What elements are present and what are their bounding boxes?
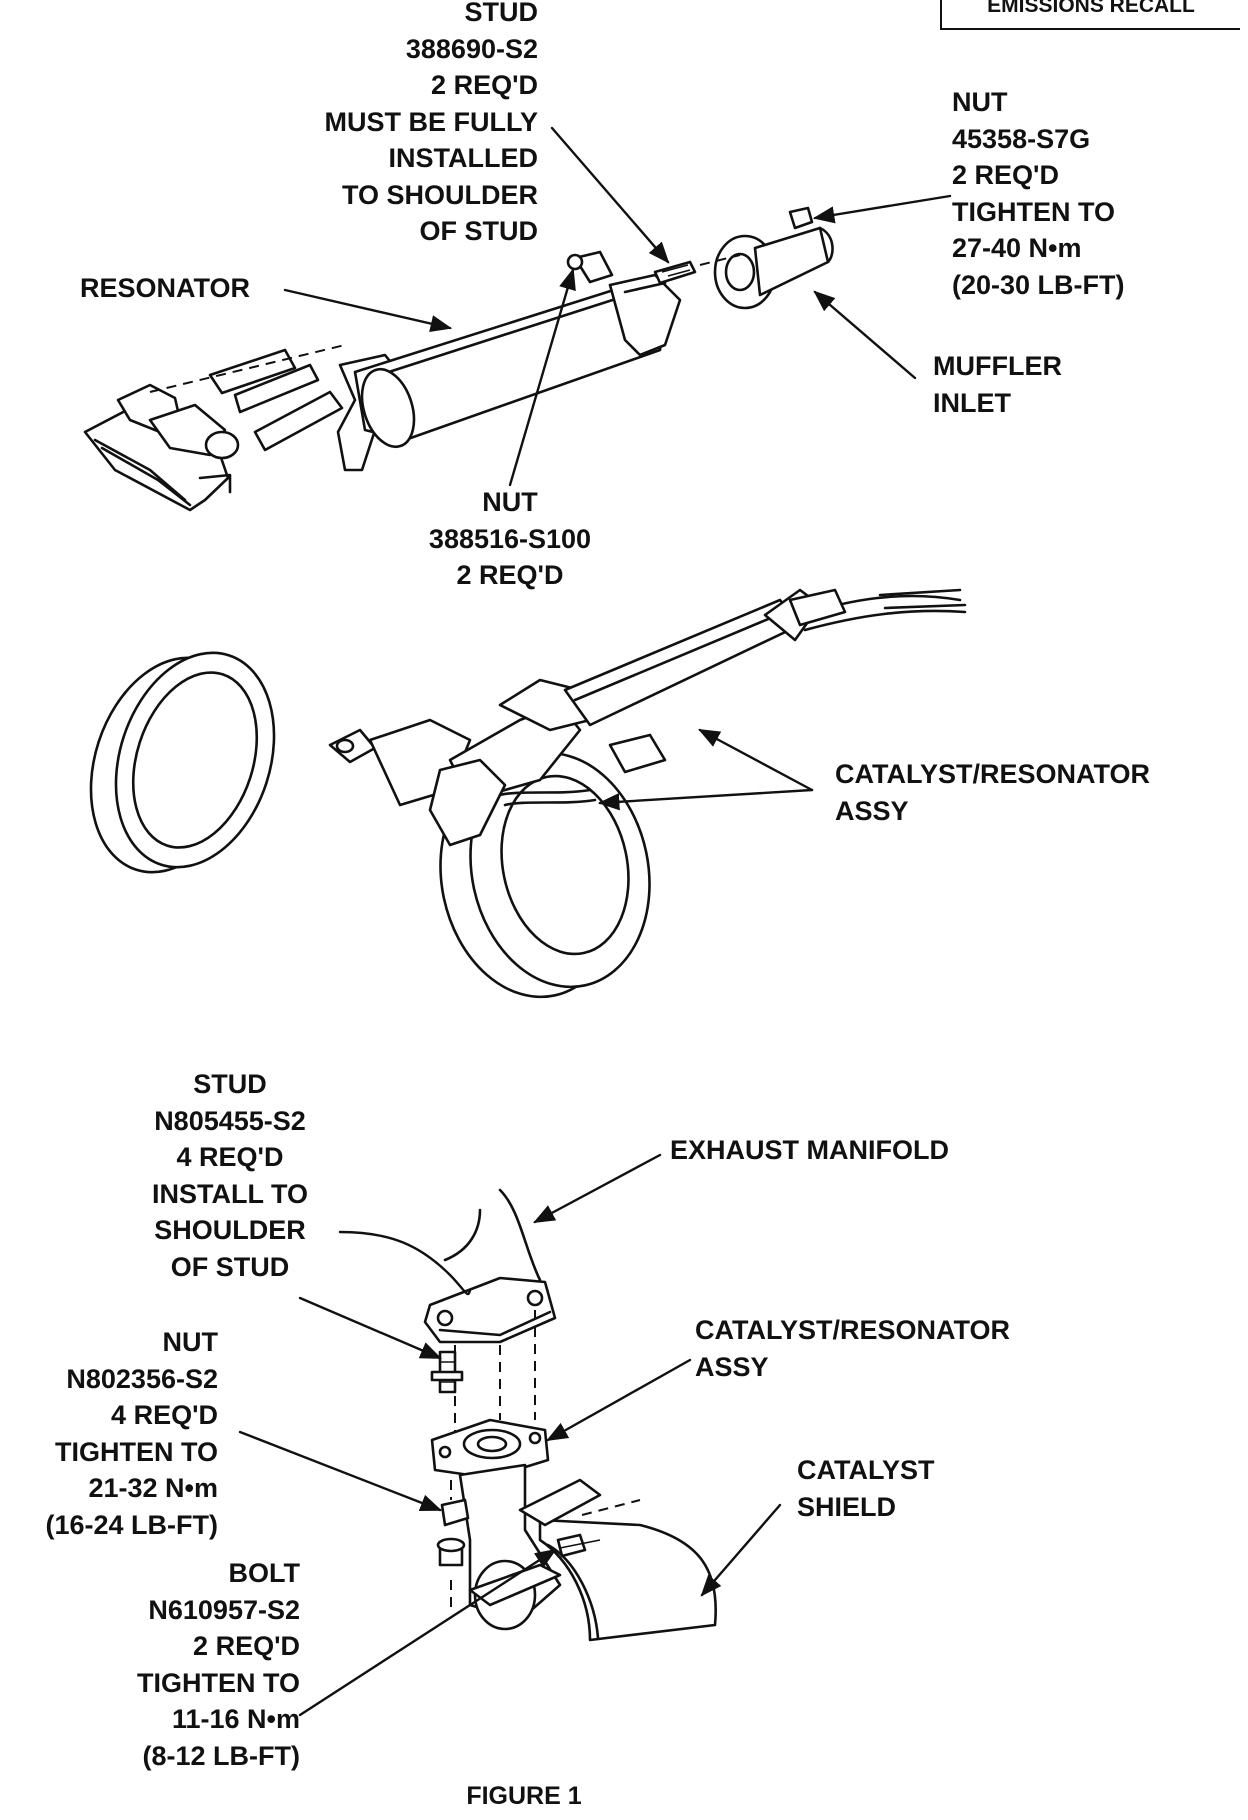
stud-label-bottom: STUD N805455-S2 4 REQ'D INSTALL TO SHOUL… bbox=[151, 1069, 308, 1282]
resonator-label: RESONATOR bbox=[80, 273, 251, 303]
stud-label-top: STUD 388690-S2 2 REQ'D MUST BE FULLY INS… bbox=[324, 0, 538, 246]
nut-label-bottom-left: NUT N802356-S2 4 REQ'D TIGHTEN TO 21-32 … bbox=[45, 1327, 218, 1540]
leader-assy-bottom bbox=[546, 1358, 692, 1442]
leader-stud-bottom bbox=[338, 1230, 472, 1296]
catalyst-shield-label: CATALYST SHIELD bbox=[797, 1455, 935, 1522]
catalyst-resonator-assy-label-bottom: CATALYST/RESONATOR ASSY bbox=[695, 1315, 1011, 1382]
leader-nut-bottom bbox=[508, 267, 576, 487]
exhaust-manifold-label: EXHAUST MANIFOLD bbox=[670, 1135, 949, 1165]
leader-stud-bottom-2 bbox=[298, 1296, 442, 1360]
figure-caption: FIGURE 1 bbox=[466, 1782, 582, 1810]
leader-muffler-inlet bbox=[813, 290, 917, 380]
leader-bolt bbox=[298, 1548, 557, 1717]
catalyst-resonator-assy-label-mid: CATALYST/RESONATOR ASSY bbox=[835, 759, 1151, 826]
leader-nut-bottom-left bbox=[238, 1430, 443, 1512]
resonator-drawing bbox=[83, 206, 834, 512]
leader-exhaust-manifold bbox=[533, 1153, 662, 1224]
recall-tag-text: EMISSIONS RECALL bbox=[987, 0, 1195, 17]
leader-catalyst-shield bbox=[700, 1503, 782, 1597]
muffler-inlet-label: MUFFLER INLET bbox=[933, 351, 1062, 418]
nut-label-bottom: NUT 388516-S100 2 REQ'D bbox=[428, 487, 592, 590]
leader-assy-mid-2 bbox=[597, 788, 814, 811]
emissions-recall-tag: EMISSIONS RECALL bbox=[940, 0, 1240, 30]
nut-label-right: NUT 45358-S7G 2 REQ'D TIGHTEN TO 27-40 N… bbox=[952, 87, 1125, 300]
leader-resonator bbox=[283, 288, 453, 333]
bolt-label: BOLT N610957-S2 2 REQ'D TIGHTEN TO 11-16… bbox=[136, 1558, 300, 1771]
vehicle-underbody-drawing bbox=[89, 588, 967, 999]
manifold-catalyst-drawing bbox=[423, 1188, 718, 1642]
leader-nut-right bbox=[812, 194, 952, 224]
leader-stud-top bbox=[550, 126, 670, 264]
leader-assy-mid-1 bbox=[698, 728, 814, 792]
